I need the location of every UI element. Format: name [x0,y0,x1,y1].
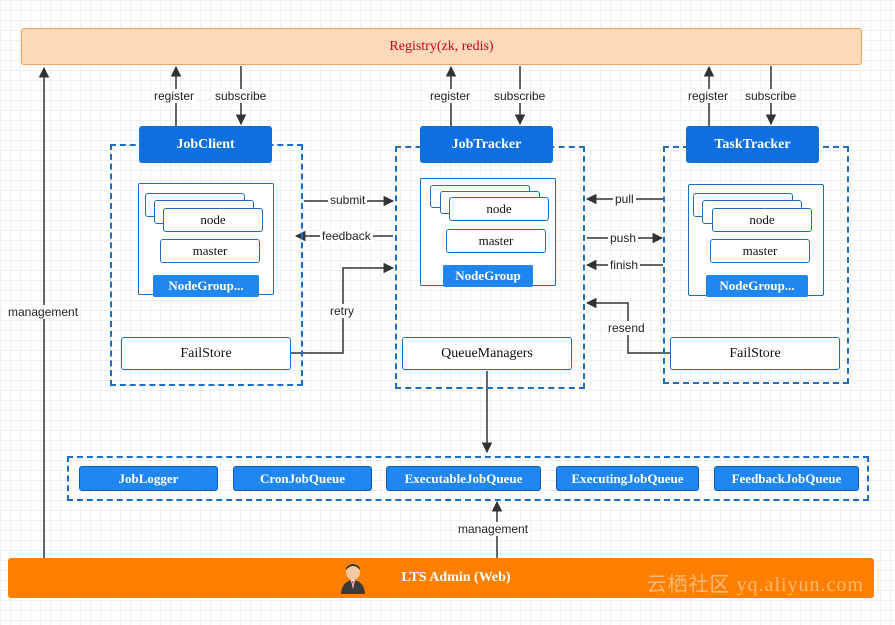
label-management-left: management [6,305,81,319]
queues-container [67,456,869,501]
label-management-bottom: management [456,522,531,536]
jobtracker-node: node [449,197,549,221]
jobtracker-nodegroup-text: NodeGroup [455,268,521,283]
label-tasktracker-register: register [686,89,731,103]
tasktracker-failstore: FailStore [670,337,840,370]
jobclient-nodegroup-label: NodeGroup... [153,275,259,297]
jobclient-title-text: JobClient [176,136,235,152]
tasktracker-node: node [712,208,812,232]
jobtracker-queuemanagers: QueueManagers [402,337,572,370]
jobclient-title: JobClient [139,126,272,163]
queue-executingjobqueue-text: ExecutingJobQueue [571,470,684,486]
jobclient-node: node [163,208,263,232]
jobclient-failstore: FailStore [121,337,291,370]
queue-executablejobqueue-text: ExecutableJobQueue [404,470,523,486]
jobclient-master: master [160,239,260,263]
jobtracker-nodegroup-label: NodeGroup [443,265,533,287]
jobtracker-title: JobTracker [420,126,553,163]
label-tasktracker-subscribe: subscribe [743,89,799,103]
watermark: 云栖社区 yq.aliyun.com [646,574,864,596]
registry-box: Registry(zk, redis) [21,28,862,65]
tasktracker-failstore-text: FailStore [729,345,781,361]
jobtracker-master: master [446,229,546,253]
tasktracker-nodegroup-label: NodeGroup... [706,275,808,297]
label-pull: pull [613,192,636,206]
queue-feedbackjobqueue-text: FeedbackJobQueue [731,470,842,486]
registry-label: Registry(zk, redis) [389,38,494,54]
label-jobtracker-subscribe: subscribe [492,89,548,103]
queue-cronjobqueue-text: CronJobQueue [260,470,345,486]
queue-executingjobqueue: ExecutingJobQueue [556,466,699,491]
jobtracker-master-text: master [478,233,514,248]
tasktracker-nodegroup-text: NodeGroup... [719,278,795,293]
label-jobtracker-register: register [428,89,473,103]
jobclient-failstore-text: FailStore [180,345,232,361]
admin-user-icon [341,564,365,594]
label-jobclient-register: register [152,89,197,103]
jobtracker-title-text: JobTracker [451,136,522,152]
tasktracker-title: TaskTracker [686,126,819,163]
queue-executablejobqueue: ExecutableJobQueue [386,466,541,491]
label-resend: resend [606,321,647,335]
lts-admin-label: LTS Admin (Web) [401,570,511,585]
queue-feedbackjobqueue: FeedbackJobQueue [714,466,859,491]
label-push: push [608,231,639,245]
tasktracker-node-text: node [749,212,775,227]
label-retry: retry [328,304,356,318]
tasktracker-master-text: master [742,243,778,258]
label-submit: submit [328,193,368,207]
queue-joblogger-text: JobLogger [118,470,179,486]
queue-cronjobqueue: CronJobQueue [233,466,372,491]
jobclient-nodegroup-text: NodeGroup... [168,278,244,293]
label-feedback: feedback [320,229,373,243]
label-finish: finish [608,258,641,272]
label-jobclient-subscribe: subscribe [213,89,269,103]
tasktracker-master: master [710,239,810,263]
lts-admin-box: LTS Admin (Web) 云栖社区 yq.aliyun.com [8,558,874,598]
jobclient-master-text: master [192,243,228,258]
jobtracker-queuemanagers-text: QueueManagers [441,345,533,361]
jobtracker-node-text: node [486,201,512,216]
tasktracker-title-text: TaskTracker [714,136,791,152]
jobclient-node-text: node [200,212,226,227]
queue-joblogger: JobLogger [79,466,218,491]
